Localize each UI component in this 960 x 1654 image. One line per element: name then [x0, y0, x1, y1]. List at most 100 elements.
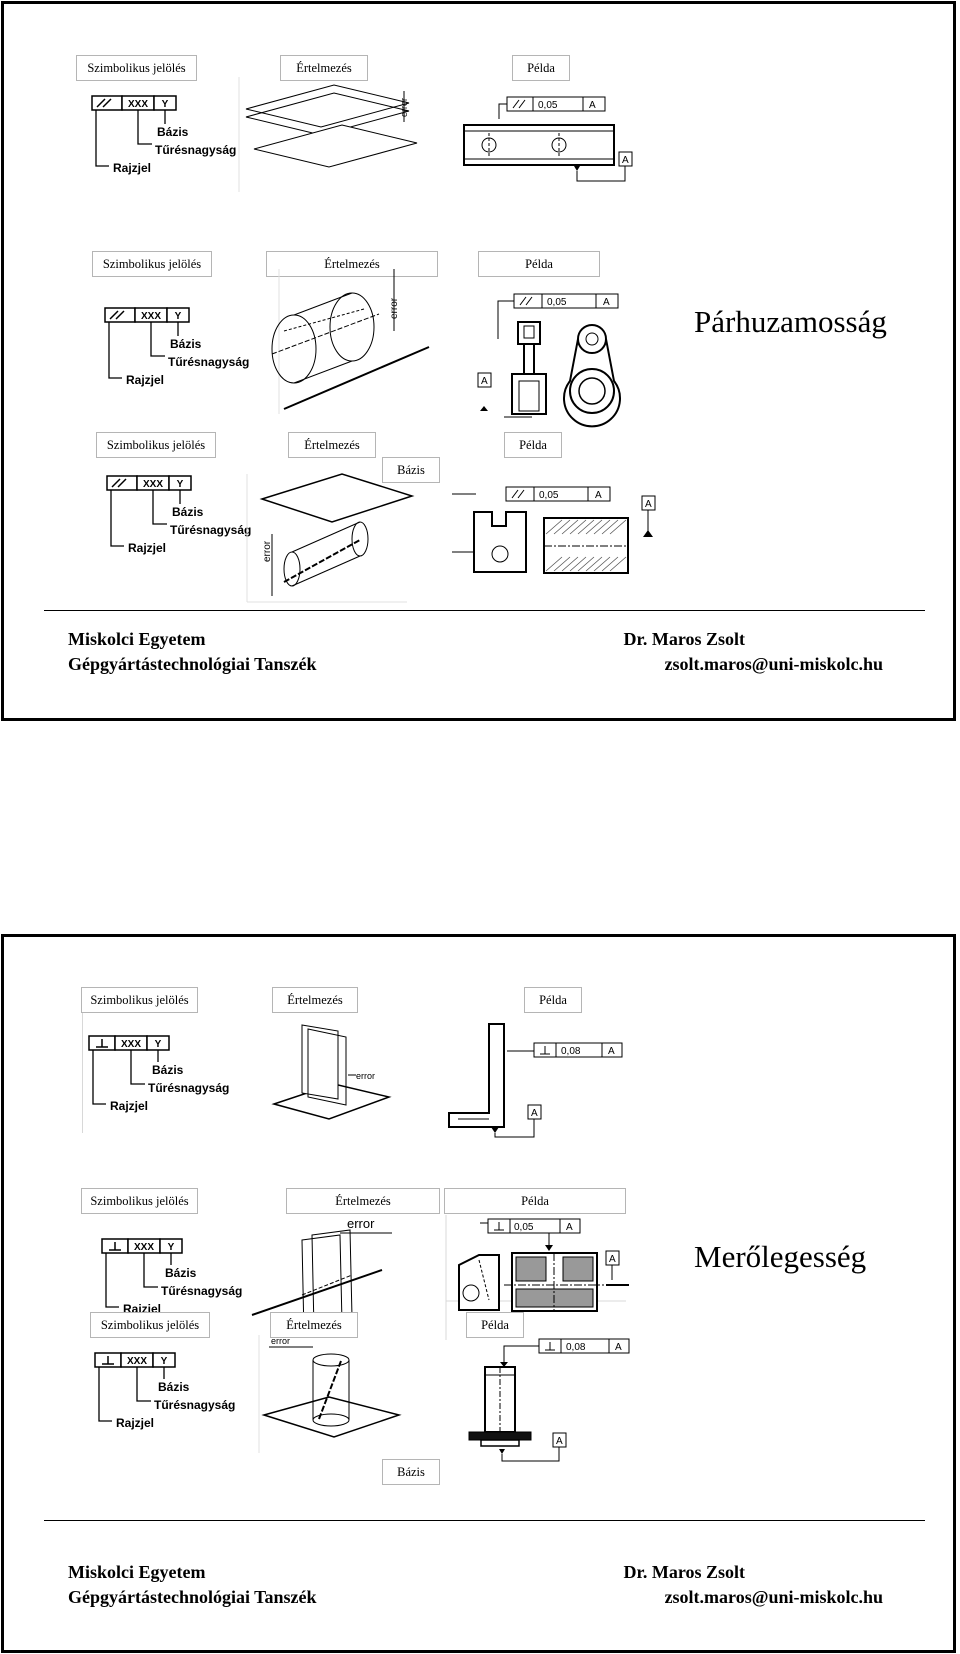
svg-text:A: A	[622, 155, 629, 166]
svg-text:Tűrésnagyság: Tűrésnagyság	[168, 355, 249, 369]
svg-text:XXX: XXX	[121, 1039, 141, 1050]
svg-text:XXX: XXX	[127, 1356, 147, 1367]
svg-text:0,05: 0,05	[538, 100, 558, 111]
svg-text:0,05: 0,05	[539, 490, 559, 501]
topic-title: Párhuzamosság	[694, 304, 887, 339]
example-drawing: 0,05 A A	[445, 1215, 629, 1340]
svg-text:Tűrésnagyság: Tűrésnagyság	[155, 143, 236, 157]
svg-text:error: error	[356, 1071, 375, 1081]
svg-text:0,05: 0,05	[514, 1222, 534, 1233]
symbol-legend-diagram: XXX Y Bázis Tűrésnagyság Rajzjel	[88, 1035, 229, 1113]
svg-text:Bázis: Bázis	[158, 1380, 190, 1394]
svg-text:A: A	[595, 490, 602, 501]
example-drawing: 0,05 A A	[477, 293, 621, 428]
label-interpretation: Értelmezés	[272, 987, 358, 1013]
label-example: Példa	[512, 55, 570, 81]
example-drawing: 0,05 A A	[463, 96, 633, 182]
label-example: Példa	[466, 1312, 524, 1338]
label-datum: Bázis	[382, 457, 440, 483]
example-drawing: 0,08 A A	[468, 1338, 630, 1462]
svg-text:A: A	[481, 376, 488, 387]
svg-text:error: error	[271, 1336, 290, 1346]
svg-text:Rajzjel: Rajzjel	[116, 1416, 154, 1430]
svg-text:Y: Y	[155, 1039, 162, 1050]
svg-text:Y: Y	[175, 311, 182, 322]
example-drawing: 0,05 A A	[452, 486, 656, 574]
svg-text:Y: Y	[161, 1356, 168, 1367]
svg-text:Bázis: Bázis	[165, 1266, 197, 1280]
svg-text:0,08: 0,08	[566, 1342, 586, 1353]
svg-text:error: error	[347, 1216, 375, 1231]
footer-email[interactable]: zsolt.maros@uni-miskolc.hu	[664, 1587, 883, 1607]
label-interpretation: Értelmezés	[270, 1312, 358, 1338]
label-example: Példa	[478, 251, 600, 277]
svg-text:Y: Y	[162, 99, 169, 110]
svg-text:Bázis: Bázis	[172, 505, 204, 519]
figure-frame	[82, 1013, 83, 1133]
svg-text:XXX: XXX	[134, 1242, 154, 1253]
svg-text:A: A	[556, 1436, 563, 1447]
svg-text:A: A	[603, 297, 610, 308]
label-symbolic: Szimbolikus jelölés	[81, 987, 198, 1013]
label-symbolic: Szimbolikus jelölés	[76, 55, 197, 81]
interpretation-diagram: error	[271, 269, 430, 414]
interpretation-diagram: error	[238, 77, 418, 192]
svg-text:XXX: XXX	[143, 479, 163, 490]
svg-text:Rajzjel: Rajzjel	[110, 1099, 148, 1113]
svg-text:Tűrésnagyság: Tűrésnagyság	[154, 1398, 235, 1412]
svg-text:error: error	[399, 98, 409, 117]
svg-text:A: A	[531, 1108, 538, 1119]
label-example: Példa	[524, 987, 582, 1013]
svg-text:Tűrésnagyság: Tűrésnagyság	[161, 1284, 242, 1298]
footer-department: Gépgyártástechnológiai Tanszék	[68, 654, 317, 674]
footer-email[interactable]: zsolt.maros@uni-miskolc.hu	[664, 654, 883, 674]
slide-parallelism: Szimbolikus jelölés Értelmezés Példa XXX…	[1, 1, 956, 721]
svg-text:Tűrésnagyság: Tűrésnagyság	[148, 1081, 229, 1095]
label-interpretation: Értelmezés	[266, 251, 438, 277]
interpretation-diagram: error	[251, 1216, 392, 1336]
svg-text:Tűrésnagyság: Tűrésnagyság	[170, 523, 251, 537]
symbol-legend-diagram: XXX Y Bázis Tűrésnagyság Rajzjel	[94, 1352, 235, 1430]
topic-title: Merőlegesség	[694, 1239, 867, 1274]
svg-text:Bázis: Bázis	[157, 125, 189, 139]
svg-text:Rajzjel: Rajzjel	[126, 373, 164, 387]
svg-text:Rajzjel: Rajzjel	[128, 541, 166, 555]
svg-text:Bázis: Bázis	[152, 1063, 184, 1077]
footer-rule	[44, 610, 925, 611]
svg-text:Rajzjel: Rajzjel	[113, 161, 151, 175]
interpretation-diagram: error	[246, 473, 415, 603]
svg-text:0,08: 0,08	[561, 1046, 581, 1057]
symbol-legend-diagram: XXX Y Bázis Tűrésnagyság Rajzjel	[91, 95, 236, 175]
label-symbolic: Szimbolikus jelölés	[90, 1312, 210, 1338]
slide-perpendicularity: Szimbolikus jelölés Értelmezés Példa XXX…	[1, 934, 956, 1653]
example-drawing: 0,08 A A	[448, 1023, 623, 1138]
label-example: Példa	[504, 432, 562, 458]
interpretation-diagram: error	[258, 1335, 402, 1453]
label-symbolic: Szimbolikus jelölés	[96, 432, 216, 458]
footer-department: Gépgyártástechnológiai Tanszék	[68, 1587, 317, 1607]
svg-text:A: A	[589, 100, 596, 111]
label-datum: Bázis	[382, 1459, 440, 1485]
label-example: Példa	[444, 1188, 626, 1214]
footer-author: Dr. Maros Zsolt	[623, 1562, 746, 1582]
footer-university: Miskolci Egyetem	[68, 1562, 206, 1582]
footer-university: Miskolci Egyetem	[68, 629, 206, 649]
svg-text:A: A	[608, 1046, 615, 1057]
svg-text:XXX: XXX	[128, 99, 148, 110]
label-symbolic: Szimbolikus jelölés	[92, 251, 212, 277]
svg-text:error: error	[262, 540, 273, 562]
svg-text:XXX: XXX	[141, 311, 161, 322]
interpretation-diagram: error	[271, 1024, 392, 1120]
label-interpretation: Értelmezés	[286, 1188, 440, 1214]
svg-text:Y: Y	[177, 479, 184, 490]
svg-text:A: A	[615, 1342, 622, 1353]
symbol-legend-diagram: XXX Y Bázis Tűrésnagyság Rajzjel	[101, 1238, 242, 1316]
footer-rule	[44, 1520, 925, 1521]
svg-text:Y: Y	[168, 1242, 175, 1253]
symbol-legend-diagram: XXX Y Bázis Tűrésnagyság Rajzjel	[104, 307, 249, 387]
footer-author: Dr. Maros Zsolt	[623, 629, 746, 649]
svg-text:0,05: 0,05	[547, 297, 567, 308]
svg-text:A: A	[566, 1222, 573, 1233]
svg-text:Bázis: Bázis	[170, 337, 202, 351]
label-interpretation: Értelmezés	[288, 432, 376, 458]
